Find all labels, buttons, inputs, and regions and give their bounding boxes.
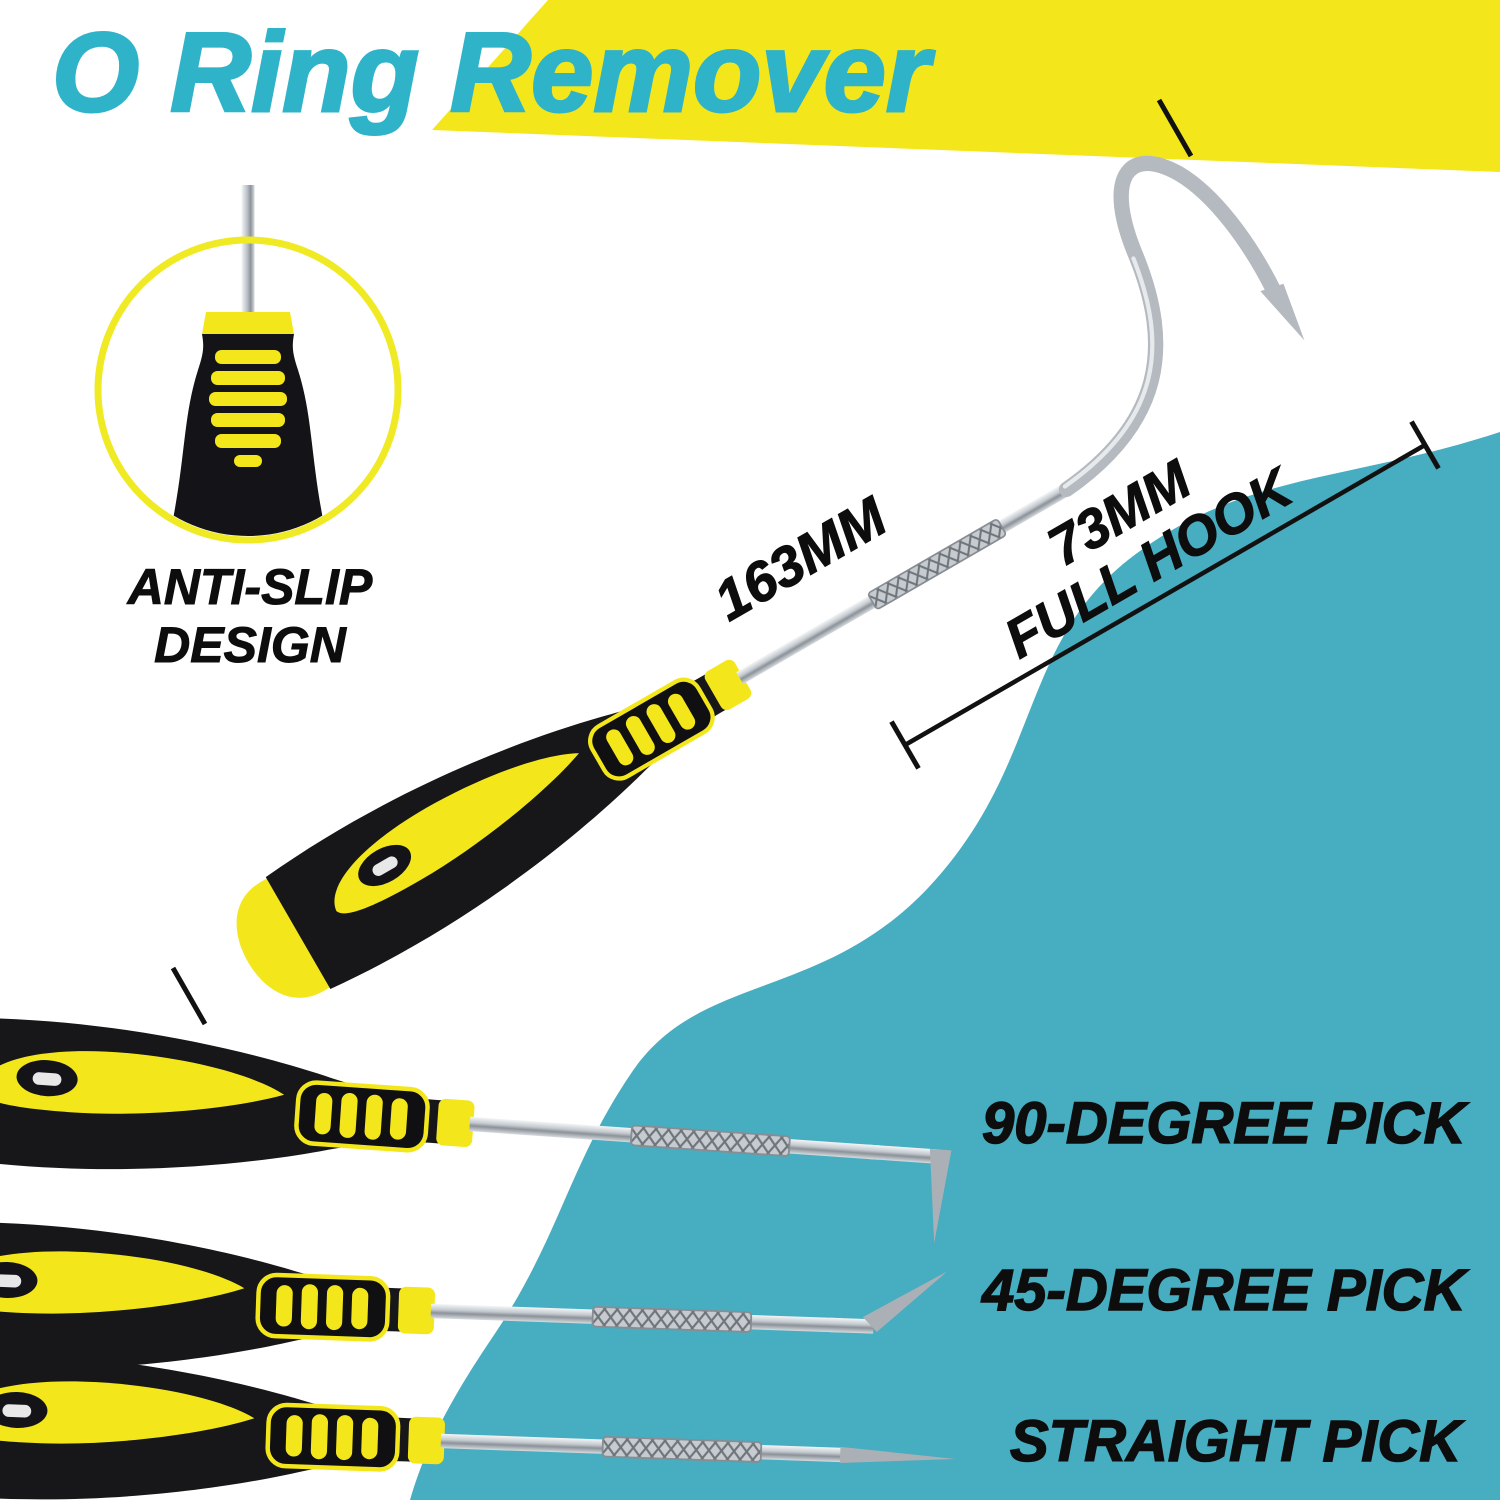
full-hook-tip bbox=[1058, 155, 1282, 498]
main-pick-tool bbox=[125, 155, 1305, 1022]
callout-grip-zoom bbox=[168, 312, 328, 536]
dim-73-line bbox=[903, 443, 1427, 747]
hook-point bbox=[1260, 283, 1305, 341]
teal-wave-shape bbox=[410, 432, 1500, 1500]
tip-45-degree bbox=[862, 1271, 948, 1332]
tip-90-degree bbox=[929, 1148, 952, 1244]
tool-straight-pick bbox=[0, 1347, 956, 1500]
yellow-banner-shape bbox=[432, 0, 1500, 172]
anti-slip-label-line1: ANTI-SLIP bbox=[127, 559, 373, 616]
label-45-degree-pick: 45-DEGREE PICK bbox=[981, 1257, 1466, 1324]
dim-73-tick-bottom bbox=[889, 720, 921, 770]
dim-73-tick-top bbox=[1409, 420, 1441, 470]
callout-ring bbox=[94, 236, 402, 544]
tip-straight bbox=[839, 1446, 956, 1464]
page-title: O Ring Remover bbox=[51, 9, 932, 137]
dimension-marks bbox=[170, 98, 1441, 1026]
tool-90-degree-pick bbox=[0, 1009, 952, 1244]
anti-slip-callout bbox=[94, 185, 402, 544]
label-straight-pick: STRAIGHT PICK bbox=[1009, 1408, 1462, 1475]
anti-slip-label: ANTI-SLIP DESIGN bbox=[85, 558, 415, 674]
label-90-degree-pick: 90-DEGREE PICK bbox=[981, 1090, 1466, 1157]
tool-45-degree-pick bbox=[0, 1217, 948, 1402]
anti-slip-label-line2: DESIGN bbox=[154, 617, 347, 674]
dim-163-tick-top bbox=[1156, 98, 1194, 158]
dim-163-tick-bottom bbox=[170, 966, 208, 1026]
callout-rod bbox=[241, 185, 255, 340]
